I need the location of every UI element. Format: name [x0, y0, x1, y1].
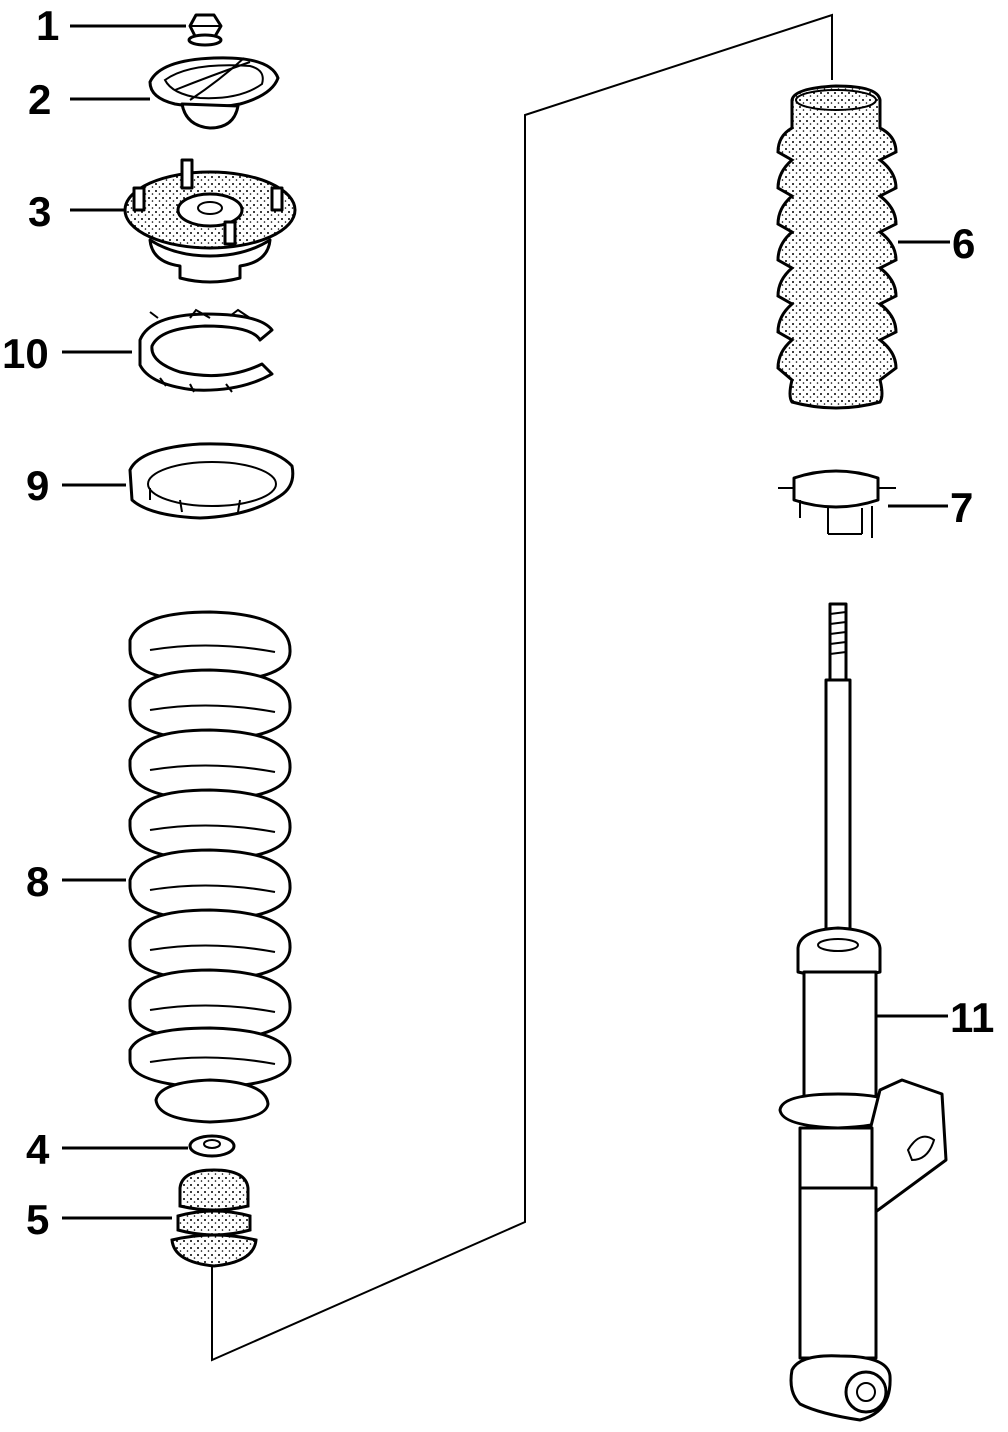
part-4-washer [188, 1134, 236, 1158]
callout-2: 2 [28, 76, 51, 123]
part-10-spring-insulator [138, 308, 274, 393]
callout-1: 1 [36, 2, 59, 49]
part-9-spring-seat [128, 442, 295, 520]
part-7-clip-ring [778, 469, 896, 538]
part-5-bump-stop [170, 1168, 258, 1268]
callout-6: 6 [952, 220, 975, 267]
callout-4: 4 [26, 1126, 50, 1173]
callout-7: 7 [950, 484, 973, 531]
part-2-upper-plate [148, 56, 280, 130]
part-11-shock-absorber [778, 602, 948, 1422]
callout-5: 5 [26, 1196, 49, 1243]
assembly-connector-line [211, 13, 833, 1362]
callout-9: 9 [26, 462, 49, 509]
callout-8: 8 [26, 858, 49, 905]
callout-11: 11 [950, 994, 994, 1041]
part-3-strut-mount [123, 158, 297, 284]
callout-10: 10 [2, 330, 49, 377]
part-6-dust-boot [776, 84, 898, 410]
callout-3: 3 [28, 188, 51, 235]
part-1-nut [187, 13, 223, 47]
part-8-coil-spring [128, 610, 292, 1124]
